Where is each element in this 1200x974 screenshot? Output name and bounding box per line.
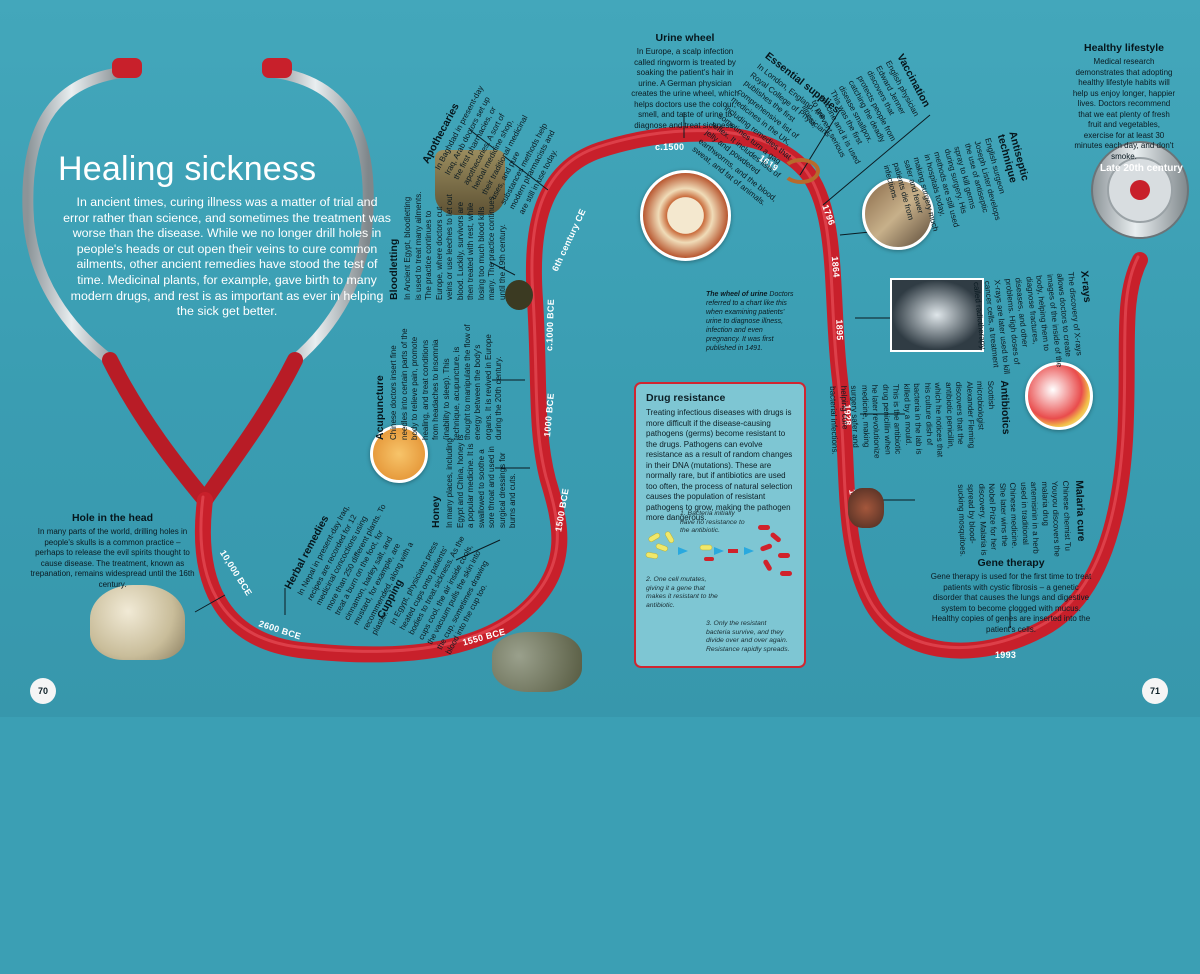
entry-title: Bloodletting — [388, 238, 400, 300]
earpiece-right-tip — [262, 58, 292, 78]
drug-resistance-box: Drug resistance Treating infectious dise… — [634, 382, 806, 668]
entry-healthy-lifestyle: Healthy lifestyle Medical research demon… — [1072, 42, 1176, 162]
antiseptic-image — [862, 178, 934, 250]
bacteria-step-1: 1. Bacteria initially have no resistance… — [680, 510, 745, 534]
entry-antibiotics: Antibiotics Scottish microbiologist Alex… — [827, 380, 1013, 461]
bacteria-step-3: 3. Only the resistant bacteria survive, … — [706, 620, 790, 653]
page-number-left: 70 — [30, 678, 56, 704]
earthworm-image — [782, 158, 820, 184]
entry-text: Medical research demonstrates that adopt… — [1072, 57, 1176, 161]
earpiece-left-arm — [22, 66, 131, 366]
cups-image — [492, 632, 582, 692]
date-c1000bce: c.1000 BCE — [544, 298, 556, 352]
spread-background — [0, 0, 1200, 717]
entry-text: In many parts of the world, drilling hol… — [30, 527, 195, 589]
date-c1500: c.1500 — [655, 142, 685, 152]
caption-text: Doctors referred to a chart like this wh… — [706, 291, 794, 352]
date-1993: 1993 — [995, 650, 1017, 660]
entry-honey: Honey In many places, including Egypt an… — [430, 433, 519, 528]
page-title: Healing sickness — [58, 150, 317, 188]
entry-text: Chinese doctors insert fine needles into… — [389, 324, 503, 440]
urine-wheel-image — [640, 170, 731, 261]
entry-urine-wheel: Urine wheel In Europe, a scalp infection… — [630, 32, 740, 131]
xray-image — [890, 278, 984, 352]
entry-title: Urine wheel — [655, 32, 715, 44]
skull-image — [90, 585, 185, 660]
bacteria-step-2: 2. One cell mutates, giving it a gene th… — [646, 576, 718, 609]
earpiece-left-tip — [112, 58, 142, 78]
page-number-right: 71 — [1142, 678, 1168, 704]
entry-title: Antibiotics — [998, 380, 1012, 435]
entry-xrays: X-rays The discovery of X-rays allows do… — [971, 270, 1100, 377]
honeycomb-image — [370, 425, 428, 483]
entry-acupuncture: Acupuncture Chinese doctors insert fine … — [374, 322, 505, 440]
entry-bloodletting: Bloodletting In Ancient Egypt, bloodlett… — [388, 190, 508, 301]
entry-title: Honey — [430, 495, 442, 528]
entry-title: Gene therapy — [977, 557, 1045, 569]
mortar-image — [435, 150, 505, 215]
box-title: Drug resistance — [646, 392, 726, 404]
bacteria-diagram — [636, 894, 804, 974]
wheel-of-urine-caption: The wheel of urine Doctors referred to a… — [706, 290, 798, 353]
entry-text: Gene therapy is used for the first time … — [930, 572, 1092, 634]
entry-text: The discovery of X-rays allows doctors t… — [972, 271, 1084, 375]
entry-text: Chinese chemist Tu Youyou discovers the … — [956, 480, 1073, 557]
entry-gene-therapy: Gene therapy Gene therapy is used for th… — [930, 557, 1092, 635]
intro-paragraph: In ancient times, curing illness was a m… — [63, 195, 391, 319]
date-1895: 1895 — [834, 319, 845, 341]
leech-image — [505, 280, 533, 310]
entry-text: In many places, including Egypt and Chin… — [445, 434, 517, 528]
entry-text: In Ancient Egypt, bloodletting is used t… — [403, 191, 507, 301]
stethoscope-illustration — [22, 58, 1189, 663]
entry-malaria-cure: Malaria cure Chinese chemist Tu Youyou d… — [955, 480, 1088, 565]
entry-title: Hole in the head — [71, 512, 154, 524]
mosquito-image — [848, 488, 884, 528]
box-text: Treating infectious diseases with drugs … — [646, 408, 793, 522]
bacteria-diagram — [645, 525, 792, 576]
earpiece-right-arm — [266, 66, 374, 366]
pills-image — [1025, 362, 1093, 430]
entry-title: Acupuncture — [374, 375, 386, 440]
stethoscope-tube — [194, 125, 1148, 663]
entry-title: Healthy lifestyle — [1084, 42, 1164, 54]
entry-hole-in-the-head: Hole in the head In many parts of the wo… — [30, 512, 195, 590]
date-late-20th-century: Late 20th century — [1100, 163, 1183, 174]
entry-text: Scottish microbiologist Alexander Flemin… — [828, 380, 997, 459]
date-1864: 1864 — [829, 255, 842, 279]
caption-title: The wheel of urine — [706, 291, 768, 298]
entry-text: In Europe, a scalp infection called ring… — [631, 47, 739, 130]
